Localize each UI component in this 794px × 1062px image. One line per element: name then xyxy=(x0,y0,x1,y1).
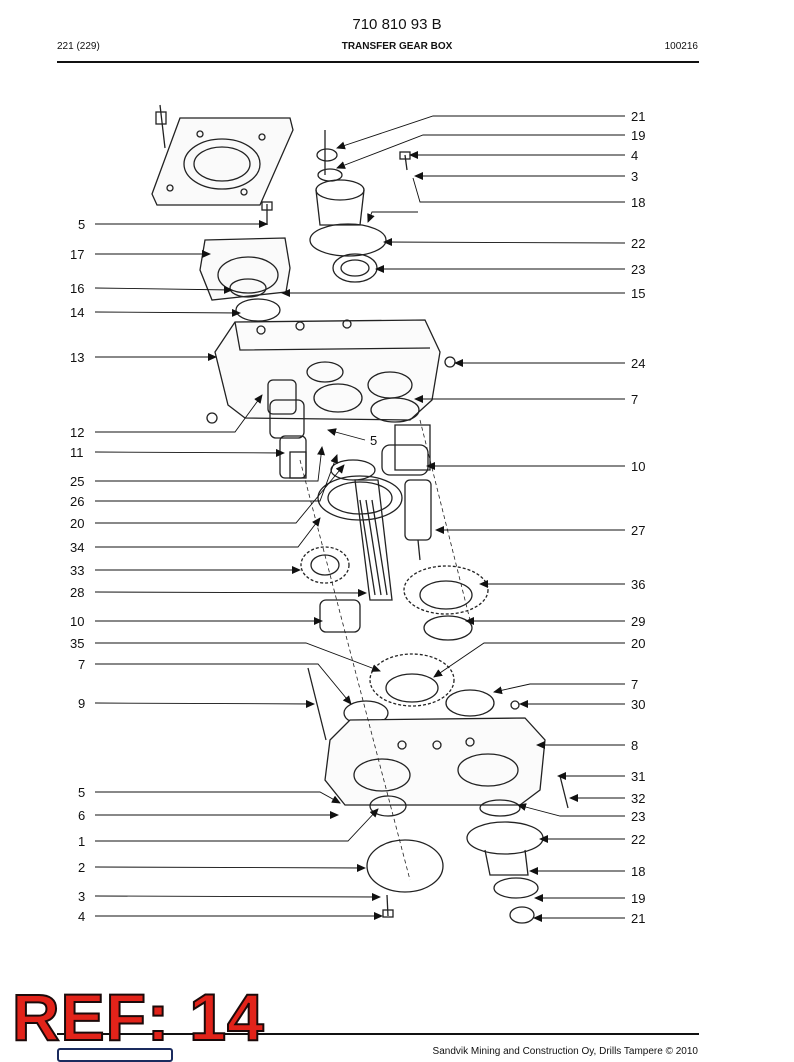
callout-right: 18 xyxy=(631,864,645,879)
callout-left: 5 xyxy=(78,217,85,232)
ref-stamp: REF: 14 xyxy=(11,980,265,1054)
callout-right: 10 xyxy=(631,459,645,474)
callout-right: 29 xyxy=(631,614,645,629)
callout-right: 22 xyxy=(631,236,645,251)
callout-left: 3 xyxy=(78,889,85,904)
callout-right: 4 xyxy=(631,148,638,163)
document-number: 710 810 93 B xyxy=(352,16,442,33)
callout-right: 19 xyxy=(631,891,645,906)
callout-left: 25 xyxy=(70,474,84,489)
callout-left: 5 xyxy=(78,785,85,800)
callout-left: 20 xyxy=(70,516,84,531)
callout-left: 9 xyxy=(78,696,85,711)
header-rule xyxy=(57,61,699,63)
callout-right: 3 xyxy=(631,169,638,184)
callout-left: 14 xyxy=(70,305,84,320)
document-title: TRANSFER GEAR BOX xyxy=(341,41,453,52)
callout-left: 13 xyxy=(70,350,84,365)
document-code: 100216 xyxy=(664,41,698,52)
callout-right: 7 xyxy=(631,677,638,692)
callout-left: 33 xyxy=(70,563,84,578)
callout-right: 23 xyxy=(631,262,645,277)
callout-left: 1 xyxy=(78,834,85,849)
callout-right: 18 xyxy=(631,195,645,210)
callout-right: 21 xyxy=(631,911,645,926)
callout-right: 27 xyxy=(631,523,645,538)
callout-left: 10 xyxy=(70,614,84,629)
callout-left: 35 xyxy=(70,636,84,651)
callout-left: 26 xyxy=(70,494,84,509)
footer-rule xyxy=(57,1033,699,1035)
callout-right: 24 xyxy=(631,356,645,371)
callout-right: 31 xyxy=(631,769,645,784)
callout-left: 12 xyxy=(70,425,84,440)
callout-left: 7 xyxy=(78,657,85,672)
gearbox-illustration xyxy=(151,104,569,924)
callout-left: 2 xyxy=(78,860,85,875)
page-reference: 221 (229) xyxy=(57,41,100,52)
callout-left: 17 xyxy=(70,247,84,262)
callout-left: 4 xyxy=(78,909,85,924)
callout-right: 30 xyxy=(631,697,645,712)
leader-lines xyxy=(94,115,626,922)
callout-right: 32 xyxy=(631,791,645,806)
callout-left: 34 xyxy=(70,540,84,555)
callout-right: 7 xyxy=(631,392,638,407)
callout-left: 6 xyxy=(78,808,85,823)
callout-right: 8 xyxy=(631,738,638,753)
copyright-text: Sandvik Mining and Construction Oy, Dril… xyxy=(432,1046,698,1057)
callout-right: 19 xyxy=(631,128,645,143)
callouts-left: 5 17 16 14 13 12 11 25 26 20 34 33 28 10… xyxy=(70,217,85,924)
callout-right: 36 xyxy=(631,577,645,592)
callout-left: 16 xyxy=(70,281,84,296)
callout-right: 23 xyxy=(631,809,645,824)
callout-left: 28 xyxy=(70,585,84,600)
callout-left: 11 xyxy=(70,445,84,460)
callout-right: 15 xyxy=(631,286,645,301)
callouts-right: 21 19 4 3 18 22 23 15 24 7 10 27 36 29 2… xyxy=(631,109,645,926)
callout-right: 22 xyxy=(631,832,645,847)
callout-right: 21 xyxy=(631,109,645,124)
callout-inner: 5 xyxy=(370,433,377,448)
callout-right: 20 xyxy=(631,636,645,651)
